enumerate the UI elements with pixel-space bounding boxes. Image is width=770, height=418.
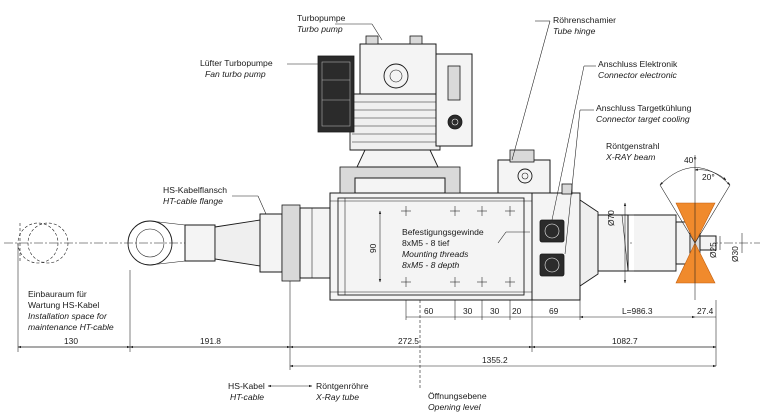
label-ht-cable-flange: HS-Kabelflansch HT-cable flange <box>163 185 227 206</box>
svg-text:30: 30 <box>463 306 473 316</box>
ht-cable-connector <box>127 204 331 282</box>
svg-text:Turbopumpe: Turbopumpe <box>297 13 346 23</box>
svg-text:Connector electronic: Connector electronic <box>598 70 678 80</box>
svg-text:90: 90 <box>368 243 378 253</box>
svg-text:Anschluss Elektronik: Anschluss Elektronik <box>598 59 678 69</box>
svg-text:X-Ray tube: X-Ray tube <box>315 392 359 402</box>
svg-text:1082.7: 1082.7 <box>612 336 638 346</box>
svg-text:Ø70: Ø70 <box>606 210 616 226</box>
svg-text:30: 30 <box>490 306 500 316</box>
svg-text:maintenance HT-cable: maintenance HT-cable <box>28 322 114 332</box>
svg-text:60: 60 <box>424 306 434 316</box>
leader-lines <box>232 20 596 255</box>
turbo-pump <box>317 35 473 194</box>
svg-text:20°: 20° <box>702 172 715 182</box>
svg-text:Anschluss Targetkühlung: Anschluss Targetkühlung <box>596 103 692 113</box>
svg-text:HS-Kabel: HS-Kabel <box>228 381 265 391</box>
svg-text:Wartung HS-Kabel: Wartung HS-Kabel <box>28 300 99 310</box>
svg-text:272.5: 272.5 <box>398 336 419 346</box>
svg-text:Einbauraum für: Einbauraum für <box>28 289 87 299</box>
svg-text:Röhrenschamier: Röhrenschamier <box>553 15 616 25</box>
svg-text:Röntgenstrahl: Röntgenstrahl <box>606 141 660 151</box>
mounting-thread-marks <box>401 206 515 287</box>
svg-text:Öffnungsebene: Öffnungsebene <box>428 391 487 401</box>
svg-text:130: 130 <box>64 336 78 346</box>
label-opening-level: Öffnungsebene Opening level <box>428 391 487 412</box>
label-fan-turbo-pump: Lüfter Turbopumpe Fan turbo pump <box>200 58 273 79</box>
svg-text:Turbo pump: Turbo pump <box>297 24 343 34</box>
svg-text:Opening level: Opening level <box>428 402 482 412</box>
svg-text:Ø25: Ø25 <box>708 242 718 258</box>
dimension-lines <box>17 202 743 390</box>
label-installation-space: Einbauraum für Wartung HS-Kabel Installa… <box>28 289 114 332</box>
svg-text:1355.2: 1355.2 <box>482 355 508 365</box>
svg-text:HT-cable: HT-cable <box>230 392 264 402</box>
svg-text:Befestigungsgewinde: Befestigungsgewinde <box>402 227 484 237</box>
tube-hinge <box>497 149 551 194</box>
svg-text:HS-Kabelflansch: HS-Kabelflansch <box>163 185 227 195</box>
svg-text:69: 69 <box>549 306 559 316</box>
svg-text:8xM5 - 8 tief: 8xM5 - 8 tief <box>402 238 450 248</box>
svg-text:40°: 40° <box>684 155 697 165</box>
svg-text:8xM5 - 8 depth: 8xM5 - 8 depth <box>402 260 460 270</box>
svg-text:HT-cable flange: HT-cable flange <box>163 196 223 206</box>
svg-text:Fan turbo pump: Fan turbo pump <box>205 69 266 79</box>
label-connector-electronic: Anschluss Elektronik Connector electroni… <box>598 59 678 80</box>
label-xray-beam: Röntgenstrahl X-RAY beam <box>605 141 660 162</box>
svg-text:L=986.3: L=986.3 <box>622 306 653 316</box>
svg-text:Tube hinge: Tube hinge <box>553 26 596 36</box>
label-ht-cable: HS-Kabel HT-cable <box>228 381 265 402</box>
label-mounting-threads: Befestigungsgewinde 8xM5 - 8 tief Mounti… <box>402 227 484 270</box>
svg-text:Installation space for: Installation space for <box>28 311 108 321</box>
svg-text:Connector target cooling: Connector target cooling <box>596 114 690 124</box>
label-tube-hinge: Röhrenschamier Tube hinge <box>553 15 616 36</box>
svg-text:191.8: 191.8 <box>200 336 221 346</box>
svg-text:20: 20 <box>512 306 522 316</box>
dimension-values: 40° 20° Ø70 Ø25 Ø30 90 60 30 30 20 69 L=… <box>64 155 740 365</box>
front-section <box>531 183 599 301</box>
svg-text:Lüfter Turbopumpe: Lüfter Turbopumpe <box>200 58 273 68</box>
beam-angle-marks <box>659 167 731 244</box>
svg-text:27.4: 27.4 <box>697 306 714 316</box>
svg-text:Mounting threads: Mounting threads <box>402 249 469 259</box>
label-xray-tube: Röntgenröhre X-Ray tube <box>315 381 369 402</box>
label-turbo-pump: Turbopumpe Turbo pump <box>297 13 346 34</box>
svg-text:X-RAY beam: X-RAY beam <box>605 152 655 162</box>
svg-text:Ø30: Ø30 <box>730 246 740 262</box>
label-connector-target-cooling: Anschluss Targetkühlung Connector target… <box>596 103 692 124</box>
svg-text:Röntgenröhre: Röntgenröhre <box>316 381 369 391</box>
